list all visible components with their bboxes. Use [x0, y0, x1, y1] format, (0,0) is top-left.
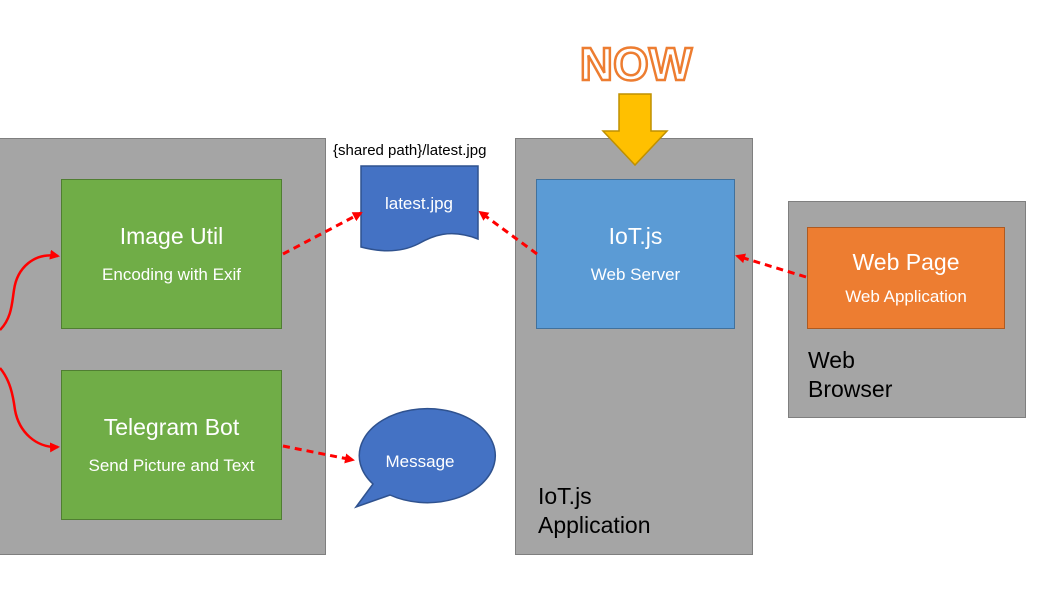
arrow-web-page-to-iotjs — [735, 253, 807, 279]
image-util-box: Image Util Encoding with Exif — [61, 179, 282, 329]
iotjs-application-label-line1: IoT.js — [538, 483, 592, 509]
web-browser-label-line1: Web — [808, 347, 855, 373]
web-page-box: Web Page Web Application — [807, 227, 1005, 329]
web-browser-label: Web Browser — [808, 346, 892, 404]
telegram-bot-box: Telegram Bot Send Picture and Text — [61, 370, 282, 520]
iotjs-subtitle: Web Server — [590, 264, 681, 284]
telegram-bot-title: Telegram Bot — [103, 414, 240, 441]
image-util-title: Image Util — [119, 223, 224, 250]
arrow-iotjs-to-latest-jpg — [478, 210, 538, 256]
telegram-bot-subtitle: Send Picture and Text — [88, 455, 255, 475]
message-label: Message — [386, 452, 455, 471]
iotjs-application-label: IoT.js Application — [538, 482, 651, 540]
latest-jpg-document-icon — [360, 165, 479, 252]
now-down-arrow-icon — [601, 93, 669, 167]
latest-jpg-label: latest.jpg — [385, 194, 453, 213]
split-arrow-to-telegram-bot — [0, 367, 60, 453]
arrow-telegram-bot-to-message — [282, 444, 355, 464]
iotjs-title: IoT.js — [608, 223, 663, 250]
now-label: NOW — [580, 38, 693, 90]
web-browser-label-line2: Browser — [808, 376, 893, 402]
image-util-subtitle: Encoding with Exif — [102, 264, 241, 284]
iotjs-web-server-box: IoT.js Web Server — [536, 179, 735, 329]
web-page-title: Web Page — [852, 249, 960, 276]
arrow-image-util-to-latest-jpg — [282, 211, 363, 256]
iotjs-application-label-line2: Application — [538, 512, 651, 538]
shared-path-label: {shared path}/latest.jpg — [333, 142, 487, 159]
web-page-subtitle: Web Application — [845, 286, 967, 306]
split-arrow-to-image-util — [0, 249, 60, 331]
message-bubble-icon — [353, 407, 496, 509]
